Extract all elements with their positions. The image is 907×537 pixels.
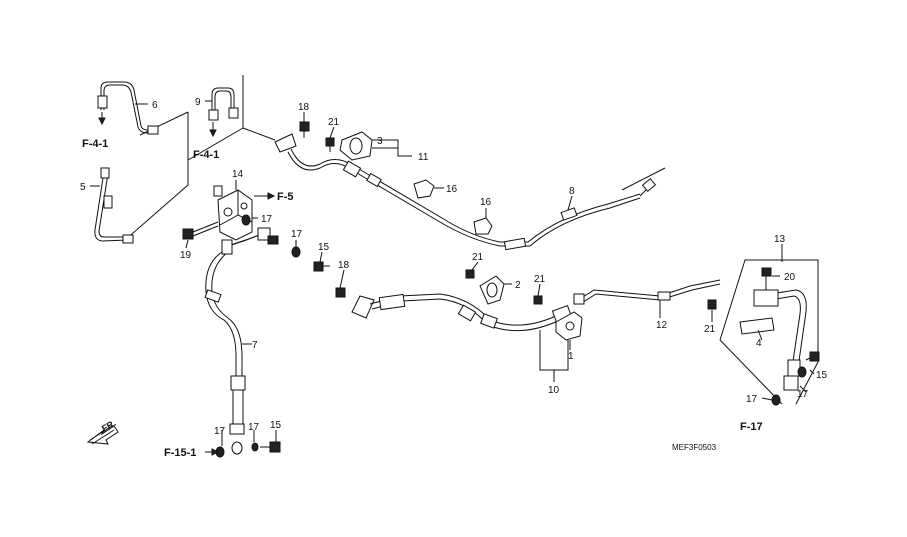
callout-12: 12 (656, 320, 668, 331)
clip-16-a (413, 179, 435, 199)
clamp-3 (339, 131, 373, 161)
clamp-2 (479, 275, 505, 305)
callout-9: 9 (195, 97, 201, 108)
ref-f-5: F-5 (277, 191, 294, 203)
callout-20: 20 (784, 272, 796, 283)
callout-18-a: 18 (298, 102, 310, 113)
bolt-18-a (299, 121, 310, 138)
inset-frame (124, 75, 276, 241)
callout-15-b: 15 (270, 420, 282, 431)
ref-f-4-1-right: F-4-1 (193, 149, 219, 161)
bolt-21-c (533, 295, 543, 305)
callout-13: 13 (774, 234, 786, 245)
ref-f-4-1-left: F-4-1 (82, 138, 108, 150)
ref-f-15-1: F-15-1 (164, 447, 196, 459)
bolt-19 (182, 221, 219, 240)
joint-block-14 (213, 185, 253, 241)
callout-6: 6 (152, 100, 158, 111)
fitting-17-b (267, 235, 301, 258)
callout-17-c: 17 (214, 426, 226, 437)
callout-21-c: 21 (534, 274, 546, 285)
leader-lines (90, 100, 815, 446)
callout-17-d: 17 (248, 422, 260, 433)
callout-17-e: 17 (797, 389, 809, 400)
callout-11: 11 (418, 152, 429, 163)
brake-hose-7 (204, 227, 271, 455)
hose-assembly-13 (719, 259, 819, 405)
callout-2: 2 (515, 280, 521, 291)
brake-hose-8 (274, 133, 666, 251)
callout-14: 14 (232, 169, 244, 180)
callout-10: 10 (548, 385, 560, 396)
callout-15-c: 15 (816, 370, 828, 381)
brake-hose-10 (351, 293, 573, 332)
clip-16-b (473, 217, 493, 235)
reference-labels: F-4-1 F-4-1 F-5 F-15-1 F-17 FR. MEF3F050… (82, 138, 763, 459)
bolt-15-right (771, 351, 820, 406)
ref-f-17: F-17 (740, 421, 763, 433)
callout-17-f: 17 (746, 394, 758, 405)
callout-15-a: 15 (318, 242, 330, 253)
bolt-18-b (335, 287, 346, 298)
callout-16-b: 16 (480, 197, 492, 208)
brake-pipe-12 (573, 279, 721, 305)
callout-17-a: 17 (261, 214, 273, 225)
callout-21-b: 21 (472, 252, 484, 263)
callout-8: 8 (569, 186, 575, 197)
bolt-20 (761, 267, 772, 290)
bolt-15-upper (313, 261, 330, 272)
brake-pipe-5 (94, 167, 134, 244)
bolt-21-d (707, 299, 717, 310)
front-direction-arrow (86, 425, 119, 445)
bolt-21-a (325, 137, 335, 152)
callout-17-b: 17 (291, 229, 303, 240)
callout-19: 19 (180, 250, 192, 261)
callout-4: 4 (756, 338, 762, 349)
callout-3: 3 (377, 136, 383, 147)
callout-1: 1 (568, 351, 574, 362)
callout-labels: 6 9 5 14 19 17 18 21 3 11 16 16 8 17 15 … (80, 97, 828, 437)
washer-17-a (241, 214, 251, 226)
brake-pipe-9 (208, 87, 239, 138)
bolt-21-b (465, 269, 475, 279)
callout-16-a: 16 (446, 184, 458, 195)
callout-21-a: 21 (328, 117, 340, 128)
callout-5: 5 (80, 182, 86, 193)
diagram-code: MEF3F0503 (672, 443, 717, 452)
brake-pipe-6 (97, 81, 159, 135)
callout-21-d: 21 (704, 324, 716, 335)
ref-arrows (205, 192, 276, 456)
callout-7: 7 (252, 340, 258, 351)
clamp-1 (555, 311, 583, 341)
bolt-15-bottom (215, 441, 281, 458)
callout-18-b: 18 (338, 260, 350, 271)
